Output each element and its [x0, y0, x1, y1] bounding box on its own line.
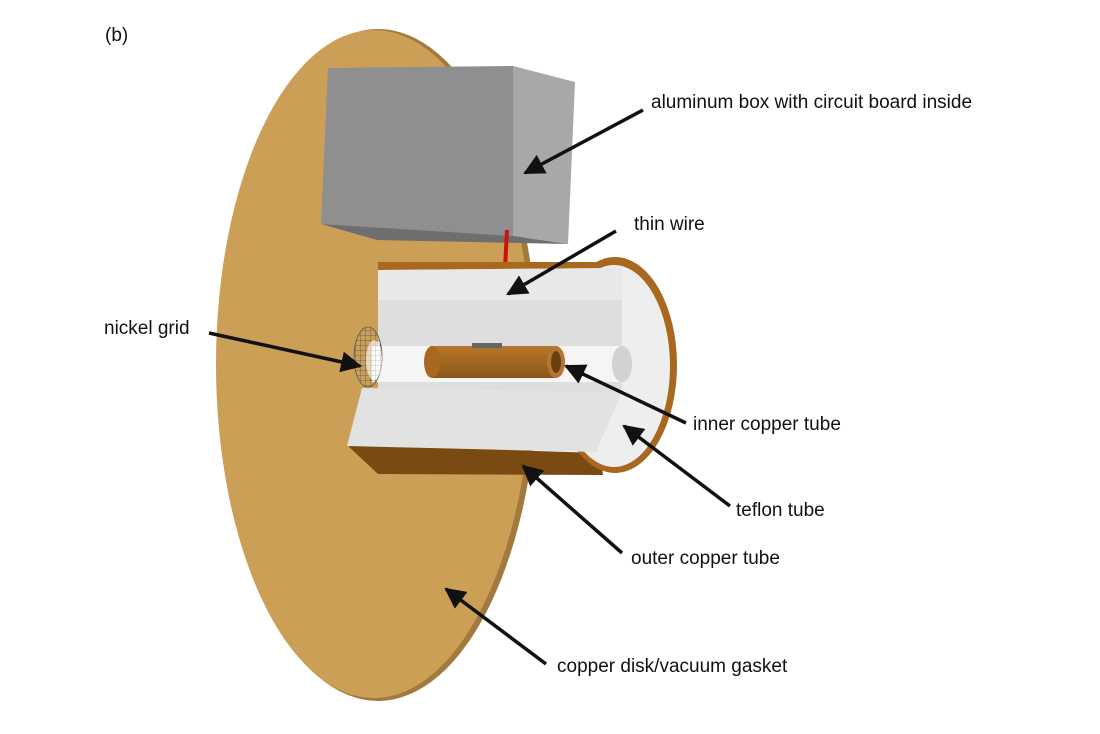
nickel-grid [353, 326, 383, 388]
arrow-thin-wire [506, 229, 617, 296]
inner-copper-tube [424, 343, 565, 378]
label-outer-copper-tube: outer copper tube [631, 548, 780, 569]
arrow-copper-disk [444, 587, 548, 666]
arrow-inner-copper-tube [564, 364, 687, 425]
label-nickel-grid: nickel grid [104, 318, 190, 339]
arrows [208, 108, 732, 666]
label-copper-disk: copper disk/vacuum gasket [557, 656, 788, 677]
label-inner-copper-tube: inner copper tube [693, 414, 841, 435]
label-aluminum-box: aluminum box with circuit board inside [651, 92, 973, 113]
aluminum-box [321, 66, 575, 244]
label-thin-wire: thin wire [634, 214, 705, 235]
arrow-teflon-tube [622, 424, 732, 508]
label-teflon-tube: teflon tube [736, 500, 825, 521]
arrow-nickel-grid [208, 331, 363, 373]
arrow-aluminum-box [523, 108, 644, 175]
arrow-outer-copper-tube [521, 464, 624, 555]
panel-label: (b) [105, 25, 129, 46]
